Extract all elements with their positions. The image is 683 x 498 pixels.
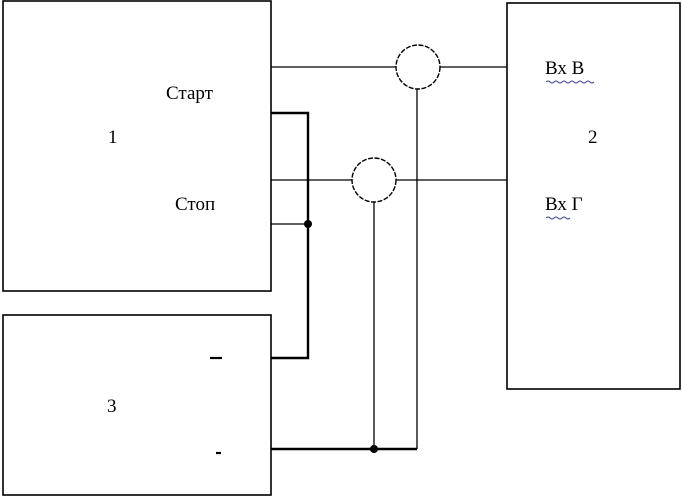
block-3: 3 [2, 314, 272, 496]
block-2: 2 Вх В Вх Г [506, 2, 681, 390]
wires [271, 66, 507, 451]
input-g-spellcheck-underline [545, 216, 571, 220]
block-3-frame [2, 314, 272, 496]
input-b-spellcheck-underline [545, 80, 595, 84]
block-3-number: 3 [107, 396, 117, 417]
block-1-number: 1 [108, 127, 118, 148]
block-1: 1 Старт Стоп [2, 0, 272, 292]
block-1-start-label: Старт [166, 83, 214, 104]
block-2-frame [506, 2, 681, 390]
block-1-frame [2, 0, 272, 292]
current-sensor-top [395, 44, 441, 90]
wire-block1-to-block3-minus [271, 111, 310, 360]
block-2-input-g-label: Вх Г [545, 194, 583, 215]
block-2-number: 2 [588, 127, 598, 148]
block-2-input-b-label: Вх В [545, 58, 584, 79]
current-sensor-lower [351, 157, 397, 203]
junction-node-block3 [370, 445, 378, 453]
block-1-stop-label: Стоп [175, 194, 215, 215]
junction-node-block1 [304, 220, 312, 228]
